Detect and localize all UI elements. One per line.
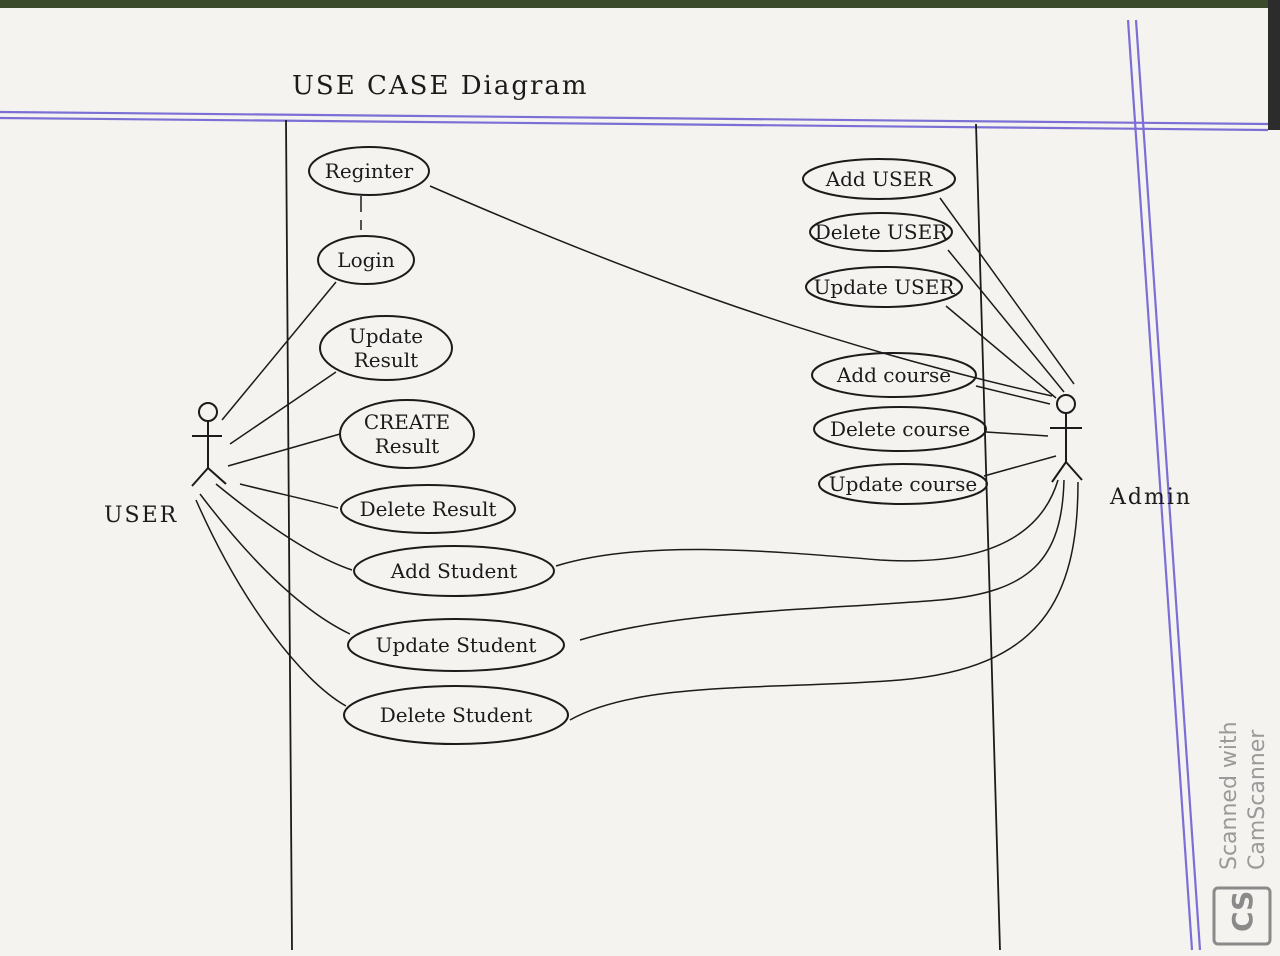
admin-use-cases: Add USER Delete USER Update USER Add course… [802, 158, 988, 505]
use-case-update-result-label: Update [349, 324, 423, 348]
use-case-register-ellipse [308, 146, 430, 196]
use-case-delete-course-ellipse [813, 406, 987, 452]
user-update-student-line [199, 493, 351, 635]
use-case-add-course: Add course [811, 352, 977, 398]
use-case-delete-course-label: Delete course [830, 417, 970, 441]
user-actor-label: USER [104, 503, 178, 528]
top-margin-line [0, 110, 1269, 126]
watermark-line-1: Scanned with [1217, 721, 1242, 870]
use-case-add-student-ellipse [353, 545, 555, 597]
use-case-update-student: Update Student [347, 618, 565, 672]
admin-add-user-line [939, 197, 1075, 385]
top-margin-line-2 [0, 116, 1269, 132]
top-edge-shadow [0, 0, 1280, 8]
use-case-delete-student: Delete Student [343, 685, 569, 745]
system-boundary-right [975, 123, 1001, 951]
admin-actor-label: Admin [1109, 485, 1192, 510]
use-case-add-user-label: Add USER [825, 167, 934, 191]
use-case-update-user-label: Update USER [814, 275, 956, 299]
camscanner-logo [1212, 886, 1272, 946]
use-case-register: Reginter [308, 146, 430, 196]
use-case-delete-user: Delete USER [809, 212, 953, 252]
use-case-create-result-ellipse [339, 399, 475, 469]
system-boundary-left [285, 119, 293, 951]
user-delete-result-line [239, 483, 339, 509]
use-case-update-user-ellipse [805, 266, 963, 308]
use-case-update-course: Update course [818, 463, 988, 505]
watermark-line-2: CamScanner [1245, 729, 1270, 870]
use-case-add-student-label: Add Student [390, 559, 518, 583]
use-case-add-user: Add USER [802, 158, 956, 200]
admin-actor-legs [1051, 461, 1083, 483]
use-case-delete-user-ellipse [809, 212, 953, 252]
user-login-line [221, 281, 337, 421]
use-case-delete-course: Delete course [813, 406, 987, 452]
use-case-delete-result-ellipse [340, 484, 516, 534]
right-margin-line [1126, 19, 1194, 951]
diagram-title: USE CASE Diagram [292, 71, 589, 101]
admin-actor-head [1056, 394, 1076, 414]
admin-delete-user-line [947, 249, 1065, 393]
use-case-delete-user-label: Delete USER [815, 220, 948, 244]
use-case-update-course-ellipse [818, 463, 988, 505]
use-case-add-course-label: Add course [836, 363, 951, 387]
associations [195, 185, 1079, 721]
use-case-delete-student-label: Delete Student [380, 703, 533, 727]
user-update-result-line [229, 371, 337, 445]
right-margin-line-2 [1134, 19, 1202, 951]
admin-add-student-line [555, 479, 1059, 567]
admin-delete-student-line [569, 481, 1079, 721]
admin-update-user-line [945, 305, 1057, 399]
user-actor-head [198, 402, 218, 422]
use-case-login-label: Login [337, 248, 395, 272]
admin-add-course-line [975, 385, 1051, 405]
user-add-student-line [215, 483, 353, 571]
use-case-update-user: Update USER [805, 266, 963, 308]
admin-delete-course-line [985, 431, 1049, 437]
use-case-login-ellipse [317, 235, 415, 285]
user-actor-legs [191, 467, 227, 487]
admin-actor: Admin [1050, 394, 1192, 510]
admin-update-course-line [983, 455, 1057, 477]
use-case-add-student: Add Student [353, 545, 555, 597]
user-delete-student-line [195, 499, 347, 707]
use-case-update-result-ellipse [319, 315, 453, 381]
user-actor: USER [104, 402, 227, 528]
use-case-add-course-ellipse [811, 352, 977, 398]
camscanner-badge: CS [1226, 891, 1259, 932]
register-admin-line [429, 185, 1053, 397]
admin-update-student-line [579, 479, 1065, 641]
right-edge-shadow [1268, 0, 1280, 130]
scanner-watermark: CS Scanned with CamScanner [1212, 721, 1272, 946]
use-case-update-result-label: Result [354, 348, 418, 372]
use-case-update-student-label: Update Student [376, 633, 537, 657]
use-case-delete-result: Delete Result [340, 484, 516, 534]
use-case-login: Login [317, 235, 415, 285]
use-case-update-student-ellipse [347, 618, 565, 672]
page-margins [0, 19, 1269, 951]
use-case-delete-student-ellipse [343, 685, 569, 745]
use-case-create-result-label: Result [375, 434, 439, 458]
use-case-update-course-label: Update course [829, 472, 977, 496]
user-create-result-line [227, 433, 341, 467]
use-case-delete-result-label: Delete Result [360, 497, 497, 521]
use-case-add-user-ellipse [802, 158, 956, 200]
use-case-create-result-label: CREATE [364, 410, 450, 434]
user-use-cases: ReginterLoginUpdateResultCREATEResultDel… [308, 146, 569, 745]
use-case-register-label: Reginter [325, 159, 414, 183]
